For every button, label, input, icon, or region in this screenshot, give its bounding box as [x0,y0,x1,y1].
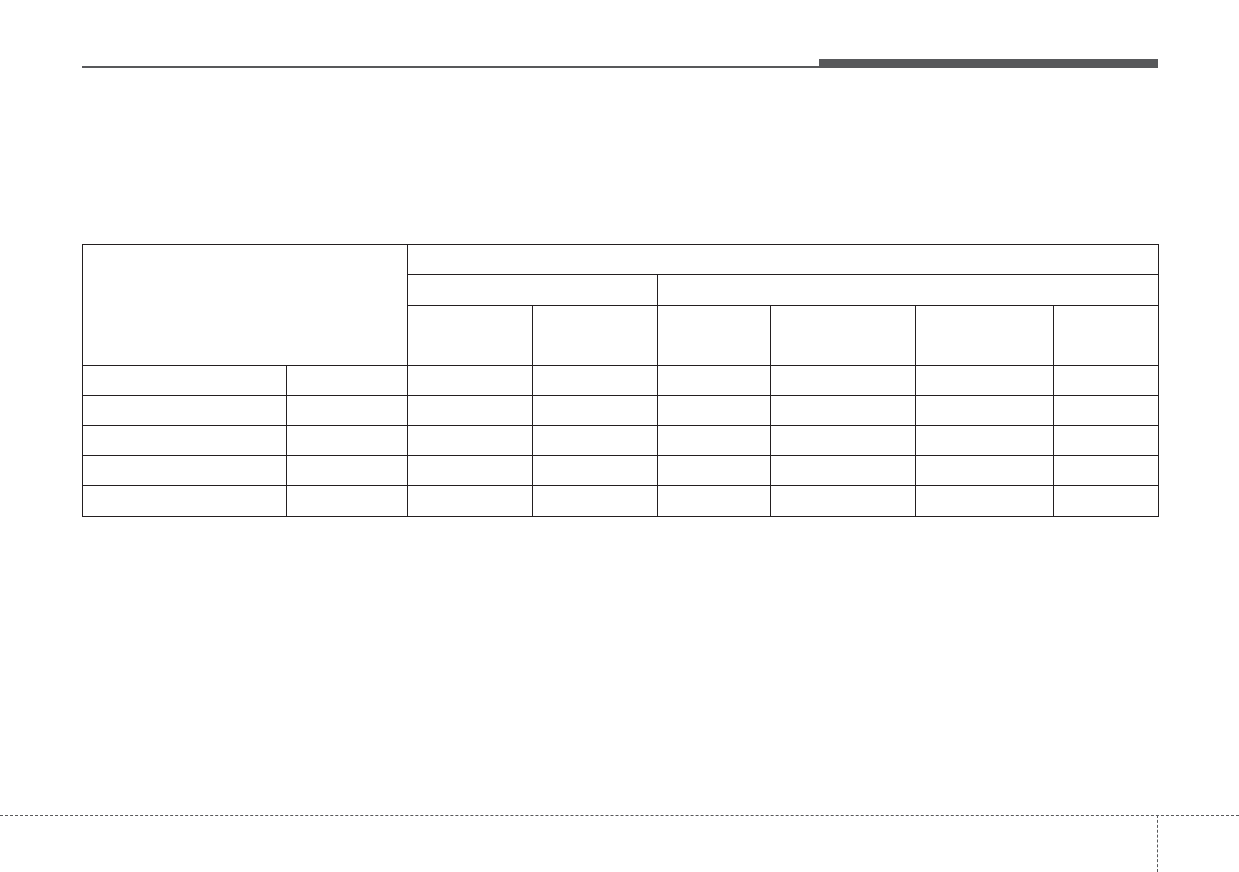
table-cell [532,365,658,396]
table-cell [532,485,658,517]
table-cell [915,425,1054,456]
column-header [1052,305,1160,366]
spec-table [82,244,1160,517]
table-cell [770,395,916,426]
table-header-row [82,244,1160,366]
table-cell [407,365,533,396]
table-cell [657,485,771,517]
table-cell [770,425,916,456]
table-cell [915,395,1054,426]
table-header-group [406,244,1160,275]
table-cell [407,455,533,486]
table-cell [286,485,408,517]
footer-page-marker [1157,815,1158,872]
table-cell [770,455,916,486]
table-row [82,395,1160,426]
table-cell [532,455,658,486]
table-header-subgroup [656,274,1160,306]
table-cell [286,365,408,396]
table-cell [1052,425,1160,456]
table-cell [82,365,287,396]
table-cell [82,485,287,517]
table-cell [532,395,658,426]
table-cell [82,425,287,456]
table-cell [407,425,533,456]
table-header-subgroup [407,274,658,306]
column-header [770,305,916,366]
table-cell [915,455,1054,486]
table-cell [915,365,1054,396]
table-row [82,455,1160,486]
table-cell [657,455,771,486]
table-cell [407,485,533,517]
table-cell [915,485,1054,517]
table-cell [532,425,658,456]
column-header [915,305,1054,366]
table-cell [82,395,287,426]
table-cell [1052,365,1160,396]
table-cell [657,395,771,426]
section-tab [819,59,1158,68]
table-cell [286,425,408,456]
footer-crop-line [0,815,1239,816]
table-cell [1052,485,1160,517]
table-header-corner [82,244,408,366]
column-header [407,305,533,366]
column-header [532,305,658,366]
table-row [82,365,1160,396]
table-cell [657,365,771,396]
table-cell [407,395,533,426]
header-rule [82,66,1158,68]
table-cell [82,455,287,486]
table-cell [770,485,916,517]
table-row [82,425,1160,456]
table-cell [657,425,771,456]
table-cell [770,365,916,396]
table-cell [286,455,408,486]
column-header [657,305,771,366]
table-cell [1052,455,1160,486]
table-cell [286,395,408,426]
table-row [82,485,1160,517]
table-cell [1052,395,1160,426]
